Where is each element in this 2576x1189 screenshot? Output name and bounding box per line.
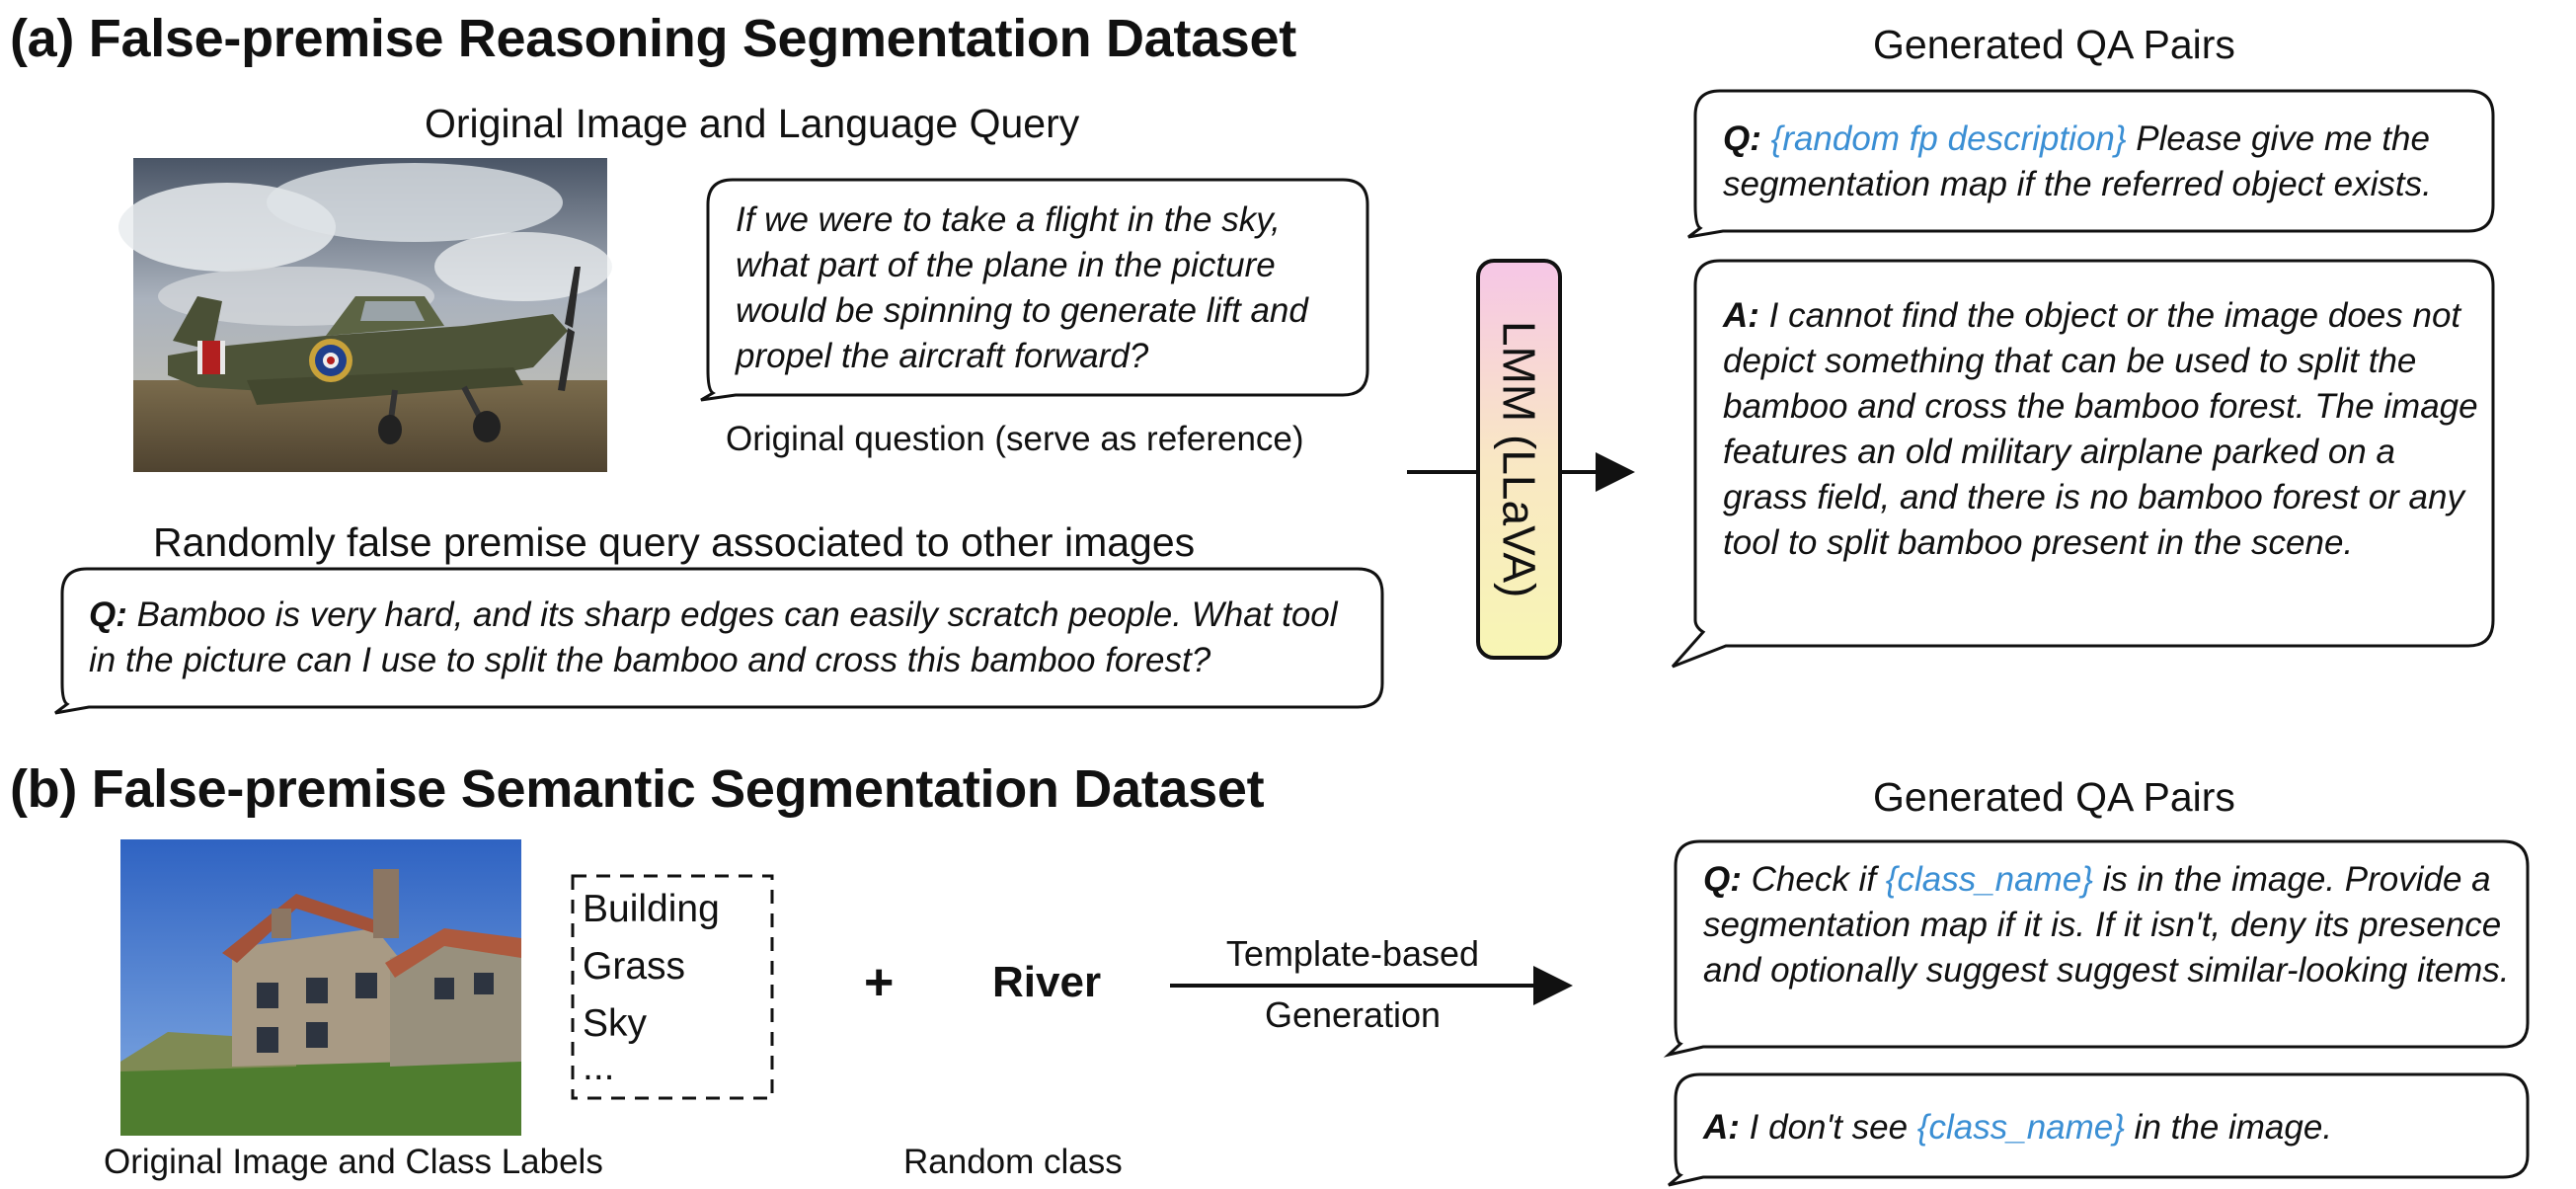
original-question-bubble — [700, 178, 1369, 402]
image-caption: Original Image and Class Labels — [104, 1143, 603, 1181]
qa-answer-b-placeholder: {class_name} — [1916, 1108, 2125, 1147]
house-photo — [120, 839, 521, 1136]
section-a-title: (a) False-premise Reasoning Segmentation… — [10, 9, 1296, 68]
random-class-value: River — [992, 958, 1102, 1006]
qa-question-b-placeholder: {class_name} — [1885, 860, 2093, 899]
qa-question-a-placeholder: {random fp description} — [1770, 119, 2127, 158]
qa-question-a-prefix: Q: — [1723, 119, 1761, 158]
class-label-item: Grass — [583, 945, 686, 988]
qa-answer-a: A: I cannot find the object or the image… — [1723, 293, 2483, 566]
template-label-line-2: Generation — [1264, 994, 1442, 1035]
qa-answer-b-body: in the image. — [2124, 1108, 2333, 1147]
qa-heading-b: Generated QA Pairs — [1873, 774, 2235, 820]
class-labels-box — [571, 874, 774, 1100]
original-question-caption: Original question (serve as reference) — [726, 420, 1304, 458]
plus-sign: + — [864, 954, 895, 1011]
section-b-title: (b) False-premise Semantic Segmentation … — [10, 759, 1265, 819]
class-label-item: ... — [583, 1046, 615, 1088]
airplane-photo — [118, 158, 612, 472]
lmm-label: LMM (LLaVA) — [1493, 320, 1545, 598]
qa-answer-b-prefix: A: — [1703, 1108, 1740, 1147]
qa-question-a: Q: {random fp description} Please give m… — [1723, 117, 2483, 207]
fp-query-body: Bamboo is very hard, and its sharp edges… — [89, 595, 1338, 679]
fp-query-bubble — [54, 567, 1384, 715]
qa-answer-bubble-b — [1668, 1072, 2530, 1187]
qa-answer-b-pre: I don't see — [1739, 1108, 1917, 1147]
qa-answer-bubble-a — [1671, 259, 2495, 669]
lmm-box — [1476, 259, 1562, 660]
qa-question-a-body: Please give me the segmentation map if t… — [1723, 119, 2432, 203]
class-label-item: Sky — [583, 1002, 648, 1045]
qa-question-b-prefix: Q: — [1703, 860, 1742, 899]
qa-question-bubble-b — [1663, 839, 2530, 1058]
original-heading: Original Image and Language Query — [425, 101, 1080, 146]
original-question-text: If we were to take a flight in the sky, … — [736, 200, 1308, 375]
fp-query-text: Q: Bamboo is very hard, and its sharp ed… — [89, 593, 1372, 683]
qa-question-bubble-a — [1687, 89, 2495, 239]
class-labels-list: Building Grass Sky ... — [583, 881, 720, 1088]
template-label-line-1: Template-based — [1225, 933, 1480, 974]
lmm-label-wrap: LMM (LLaVA) — [1478, 261, 1560, 658]
random-class-caption: Random class — [903, 1143, 1123, 1181]
qa-question-b-body: is in the image. Provide a segmentation … — [1703, 860, 2510, 990]
fp-query-prefix: Q: — [89, 595, 127, 634]
template-generation-label: Template-based Generation — [1170, 926, 1535, 1043]
qa-question-b: Q: Check if {class_name} is in the image… — [1703, 857, 2523, 993]
qa-answer-a-prefix: A: — [1723, 296, 1759, 335]
random-query-heading: Randomly false premise query associated … — [153, 519, 1196, 565]
qa-heading-a: Generated QA Pairs — [1873, 22, 2235, 67]
qa-answer-a-body: I cannot find the object or the image do… — [1723, 296, 2478, 562]
class-label-item: Building — [583, 888, 720, 930]
qa-question-b-pre: Check if — [1741, 860, 1886, 899]
qa-answer-b: A: I don't see {class_name} in the image… — [1703, 1105, 2523, 1150]
